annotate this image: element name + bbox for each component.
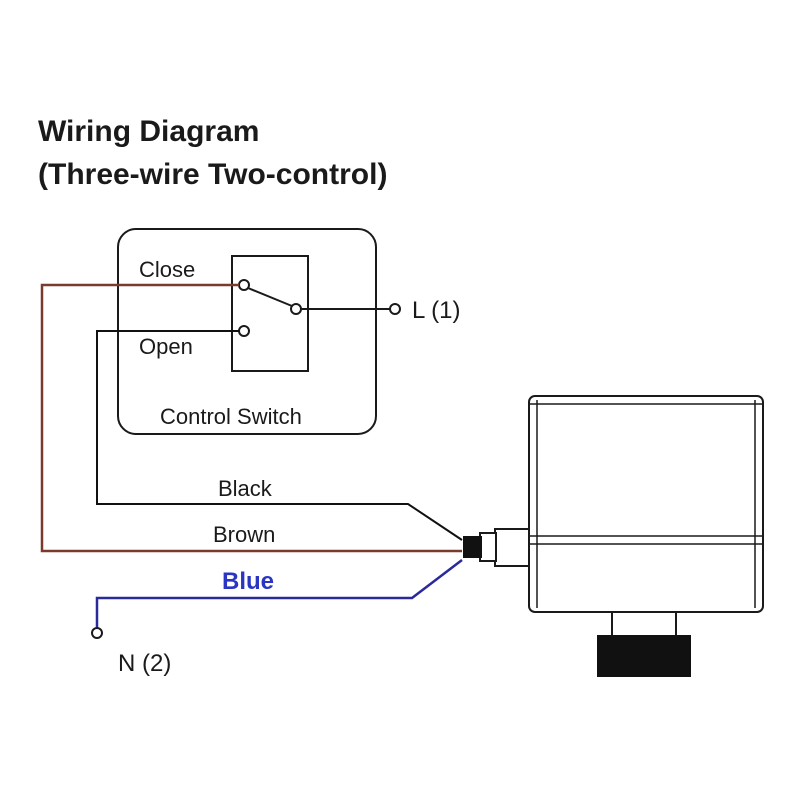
actuator-base (597, 635, 691, 677)
cable-gland (494, 528, 530, 567)
blue-wire (95, 559, 463, 628)
neutral-terminal-label: N (2) (118, 650, 171, 677)
cable-connector (479, 532, 497, 562)
diagram-subtitle: (Three-wire Two-control) (38, 158, 388, 191)
common-contact (290, 303, 302, 315)
open-label: Open (139, 334, 193, 359)
open-contact (238, 325, 250, 337)
switch-box (231, 255, 309, 372)
black-wire (96, 330, 463, 541)
close-label: Close (139, 257, 195, 282)
blue-wire-label: Blue (222, 568, 274, 595)
neutral-terminal (91, 627, 103, 639)
live-terminal (389, 303, 401, 315)
actuator-stem (611, 611, 677, 637)
brown-wire-label: Brown (213, 522, 275, 547)
diagram-title: Wiring Diagram (38, 115, 260, 148)
live-terminal-label: L (1) (412, 297, 460, 324)
cable-plug (463, 536, 482, 558)
close-contact (238, 279, 250, 291)
switch-lever (247, 287, 293, 307)
brown-wire (40, 283, 462, 553)
actuator-body (528, 395, 764, 613)
control-switch-label: Control Switch (160, 404, 302, 429)
black-wire-label: Black (218, 476, 273, 501)
